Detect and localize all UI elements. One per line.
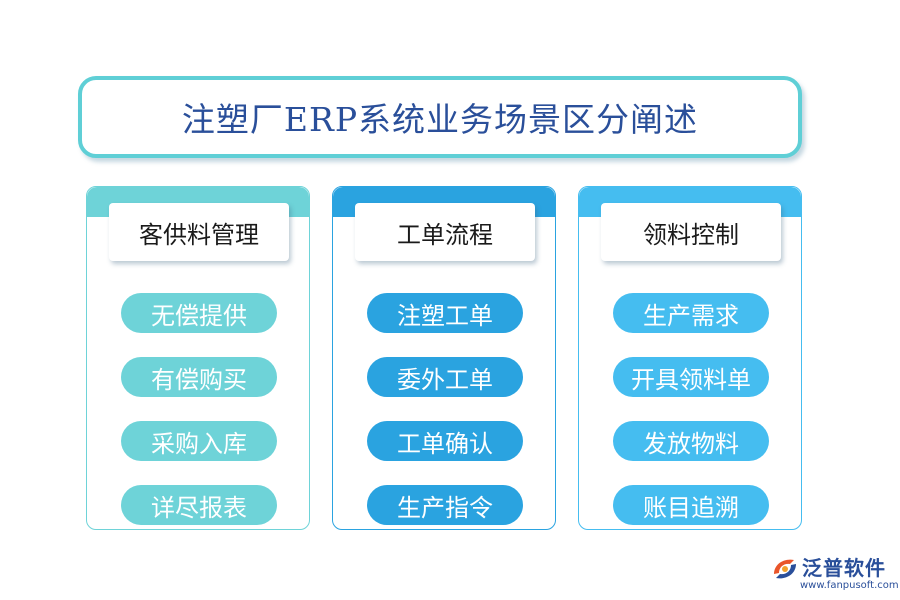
item-pill: 生产需求 [613, 293, 769, 333]
brand-url: www.fanpusoft.com [800, 580, 899, 591]
column-work-order-flow: 工单流程 注塑工单 委外工单 工单确认 生产指令 [332, 186, 556, 530]
item-pill: 注塑工单 [367, 293, 523, 333]
item-pill: 有偿购买 [121, 357, 277, 397]
item-pill: 账目追溯 [613, 485, 769, 525]
column-customer-material: 客供料管理 无偿提供 有偿购买 采购入库 详尽报表 [86, 186, 310, 530]
item-pill: 生产指令 [367, 485, 523, 525]
brand-name: 泛普软件 [802, 556, 886, 580]
brand-logo: 泛普软件 www.fanpusoft.com [770, 552, 899, 596]
column-header: 客供料管理 [109, 203, 289, 261]
column-header: 领料控制 [601, 203, 781, 261]
title-banner: 注塑厂ERP系统业务场景区分阐述 [78, 76, 802, 158]
item-pill: 开具领料单 [613, 357, 769, 397]
column-header: 工单流程 [355, 203, 535, 261]
item-pill: 详尽报表 [121, 485, 277, 525]
fanpu-logo-icon [774, 559, 796, 579]
column-material-picking: 领料控制 生产需求 开具领料单 发放物料 账目追溯 [578, 186, 802, 530]
item-pill: 采购入库 [121, 421, 277, 461]
item-pill: 无偿提供 [121, 293, 277, 333]
item-pill: 委外工单 [367, 357, 523, 397]
diagram-title: 注塑厂ERP系统业务场景区分阐述 [181, 100, 699, 139]
item-pill: 工单确认 [367, 421, 523, 461]
item-pill: 发放物料 [613, 421, 769, 461]
